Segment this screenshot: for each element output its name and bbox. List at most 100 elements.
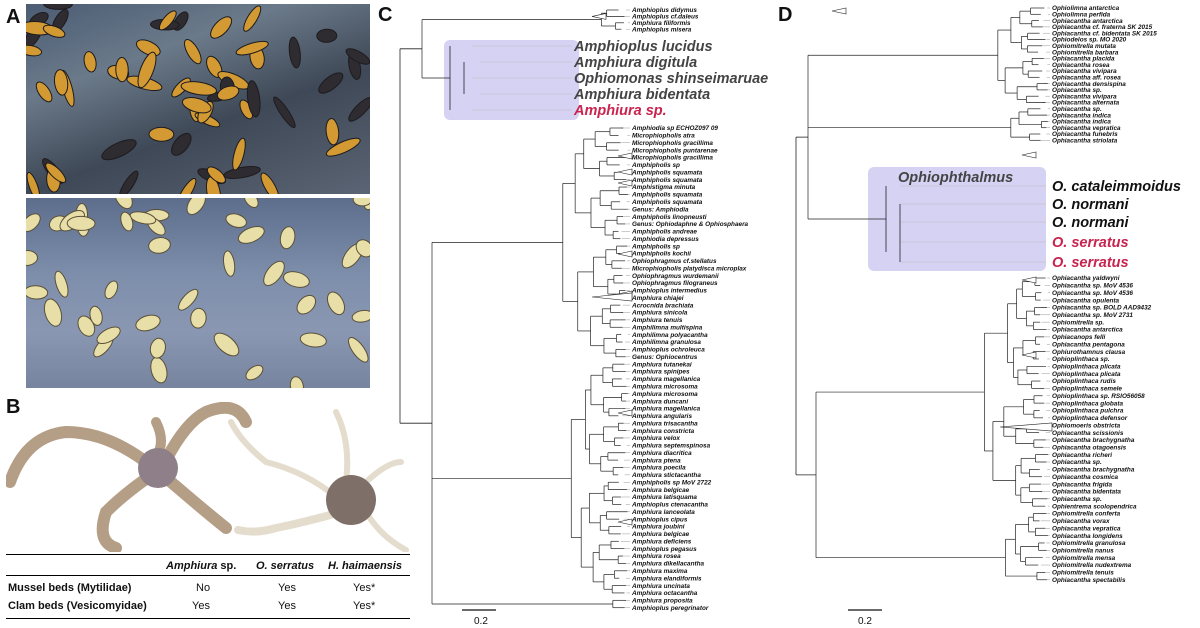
mussel-shell <box>171 132 192 156</box>
tree-leaf-label: Amphioplus peregrinator <box>631 605 709 612</box>
collapsed-clade <box>999 422 1053 432</box>
header-o-serratus: O. serratus <box>256 560 315 572</box>
brittle-star-specimens <box>4 401 410 554</box>
tree-leaf-label: Ophiacantha yaldwyni <box>1052 275 1120 282</box>
clam-shell <box>135 314 161 332</box>
tree-leaf-label: Microphiopholis gracillima <box>632 155 713 162</box>
tree-leaf-label: Amphiura proposita <box>631 598 693 605</box>
tree-leaf-label: Ophiomitrella nanus <box>1052 548 1114 555</box>
collapsed-clade <box>591 292 633 302</box>
tree-leaf-label: Amphiura rosea <box>631 553 681 560</box>
mussel-shell <box>216 85 240 101</box>
tree-leaf-label: Amphioplus cf.daleus <box>631 14 699 21</box>
header-h-haimaensis: H. haimaensis <box>328 560 402 572</box>
tree-leaf-label: Amphiura lanceolata <box>631 509 695 516</box>
tree-leaf-label: Ophiacantha brachygnatha <box>1052 437 1135 444</box>
clam-shell <box>190 307 207 329</box>
tree-leaf-label: Amphipholis sp <box>631 243 680 250</box>
tree-leaf-label: Genus: Amphiodia <box>632 206 689 213</box>
mussel-shell <box>183 39 202 65</box>
mussel-shell <box>316 28 338 43</box>
tree-leaf-label: Ophiacantha densispina <box>1052 81 1126 88</box>
clam-shell <box>66 215 96 231</box>
clam-shell <box>114 198 133 210</box>
tree-leaf-label: Amphiura belgicae <box>631 487 690 494</box>
tree-leaf-label: Amphiura stictacantha <box>631 472 701 479</box>
tree-leaf-label: Ophiacantha placida <box>1052 56 1115 63</box>
tree-leaf-label: Amphiura magellanica <box>631 376 701 383</box>
mussel-shell <box>235 40 269 56</box>
tree-leaf-label: Amphipholis squamata <box>631 192 703 199</box>
tree-leaf-label: Ophiacantha vepratica <box>1052 525 1121 532</box>
tree-leaf-label: Ophiacantha funebris <box>1052 131 1118 138</box>
clam-shell <box>222 250 236 277</box>
mussel-shell <box>42 24 66 38</box>
clam-shell <box>326 291 346 316</box>
highlight-leaf-red: O. serratus <box>1052 255 1129 271</box>
tree-leaf-label: Amphiura maxima <box>631 568 688 575</box>
tree-leaf-label: Ophiomitrella mutata <box>1052 43 1116 50</box>
tree-leaf-label: Amphioplus cipus <box>631 516 688 523</box>
tree-leaf-label: Ophiacantha indica <box>1052 112 1111 119</box>
tree-leaf-label: Amphioplus ochroleuca <box>631 347 705 354</box>
tree-leaf-label: Amphiura dikellacantha <box>631 561 705 568</box>
row-label-mussel: Mussel beds (Mytilidae) <box>8 582 132 594</box>
tree-leaf-label: Ophiomitrella nudextrema <box>1052 562 1132 569</box>
clam-shell <box>351 309 370 323</box>
clam-shell <box>104 280 119 300</box>
tree-leaf-label: Ophiacantha sp. <box>1052 496 1102 503</box>
tree-leaf-label: Amphioplus misera <box>631 26 692 33</box>
cell-clam-haimaensis: Yes* <box>353 600 376 612</box>
highlight-leaf: Amphiura bidentata <box>573 87 710 103</box>
tree-leaf-label: Ophiomitrella granulosa <box>1052 540 1126 547</box>
tree-leaf-label: Ophioplinthaca plicata <box>1052 364 1121 371</box>
mussel-shell <box>180 81 218 96</box>
highlight-leaf: Ophiomonas shinseimaruae <box>574 71 768 87</box>
mussel-shell <box>325 118 340 146</box>
clam-shell <box>237 225 265 244</box>
tree-leaf-label: Amphiura septemspinosa <box>631 443 711 450</box>
tree-leaf-label: Ophiacantha indica <box>1052 119 1111 126</box>
mussel-shell <box>101 139 137 161</box>
tree-leaf-label: Ophiomitrella sp. <box>1052 319 1104 326</box>
collapsed-clade <box>831 7 847 15</box>
clam-shell <box>355 239 370 258</box>
mussel-shell <box>210 16 233 39</box>
clam-shell <box>54 270 69 298</box>
tree-leaf-label: Ophiacantha striolata <box>1052 138 1118 145</box>
clam-shell <box>148 237 171 254</box>
highlight-leaf-red: Amphiura sp. <box>573 103 667 119</box>
clam-shell <box>186 198 206 216</box>
clam-shell <box>213 332 240 357</box>
tree-leaf-label: Microphiopholis gracillima <box>632 140 713 147</box>
tree-leaf-label: Ophioplinthaca sp. <box>1052 356 1110 363</box>
clam-shell <box>289 376 304 388</box>
tree-leaf-label: Ophiomitrella conferta <box>1052 511 1121 518</box>
tree-leaf-label: Ophiomitrella tenuis <box>1052 570 1114 577</box>
tree-leaf-label: Ophiacantha spectabilis <box>1052 577 1126 584</box>
tree-leaf-label: Amphioplus didymus <box>631 7 697 14</box>
clam-shell <box>129 211 157 225</box>
tree-leaf-label: Ophiacantha longidens <box>1052 533 1123 540</box>
tree-leaf-label: Amphiura deficiens <box>631 538 692 545</box>
mussel-shell <box>223 166 261 179</box>
clam-shell <box>243 198 259 208</box>
highlight-leaf: Amphiura digitula <box>573 55 697 71</box>
tree-leaf-label: Amphiura tenuis <box>631 317 683 324</box>
mussel-shell <box>206 166 226 184</box>
tree-leaf-label: Ophiophragmus cf.stellatus <box>632 258 717 265</box>
ophiophthalmus-specimen <box>228 409 409 553</box>
tree-leaf-label: Ophiophragmus filograneus <box>632 280 718 287</box>
clam-shell <box>178 288 199 311</box>
tree-leaf-label: Amphiura microsoma <box>631 384 698 391</box>
tree-leaf-label: Amphipholis linopneusti <box>631 214 707 221</box>
tree-leaf-label: Amphiura octacantha <box>631 590 698 597</box>
tree-leaf-label: Amphiura joubini <box>631 524 685 531</box>
panel-letter-d: D <box>778 4 793 26</box>
clam-shell <box>299 332 327 348</box>
tree-leaf-label: Genus: Ophiodaphne & Ophiosphaera <box>632 221 749 228</box>
tree-leaf-label: Amphilimna multispina <box>631 324 703 331</box>
tree-leaf-label: Amphipholis squamata <box>631 169 703 176</box>
mussel-bed-illustration <box>26 4 370 194</box>
tree-leaf-label: Ophiacantha sp. <box>1052 459 1102 466</box>
